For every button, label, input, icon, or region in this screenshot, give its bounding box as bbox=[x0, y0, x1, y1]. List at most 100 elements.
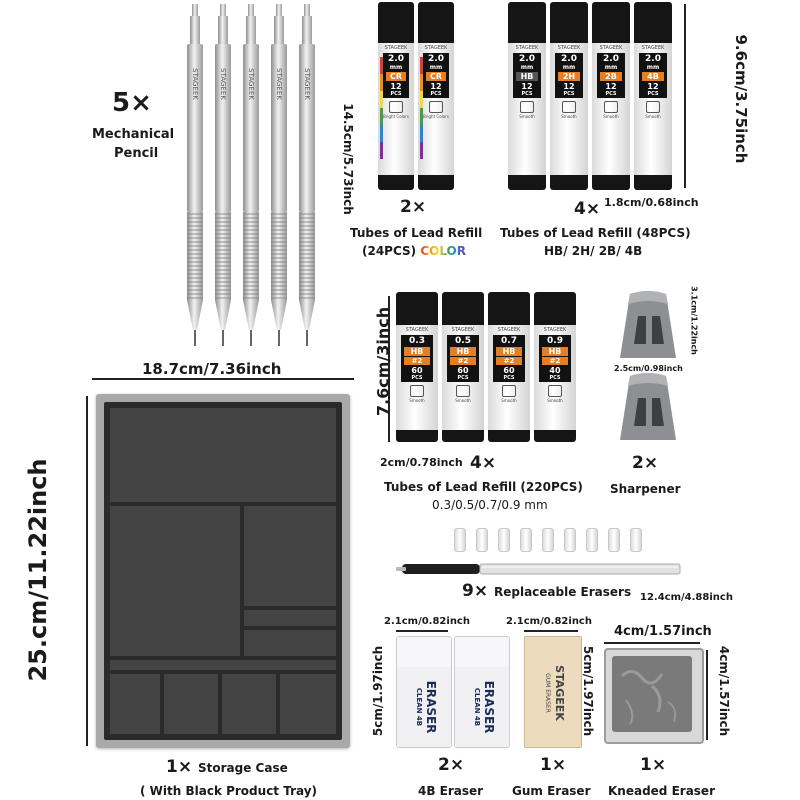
tube-cap bbox=[378, 2, 414, 43]
tube-icon bbox=[389, 101, 403, 113]
case-label: Storage Case bbox=[198, 761, 288, 775]
tube-icon bbox=[604, 101, 618, 113]
case-count: 1× Storage Case bbox=[166, 759, 288, 776]
tube-size-value: 0.5 bbox=[455, 336, 471, 346]
tube-brand: STAGEEK bbox=[543, 327, 567, 333]
eraser-4b-height-dim: 5cm/1.97inch bbox=[371, 645, 385, 737]
tube-grade: 4B bbox=[642, 72, 664, 81]
tube-size-value: 0.7 bbox=[501, 336, 517, 346]
tube-grade: HB bbox=[496, 347, 522, 356]
kneaded-eraser-inner bbox=[612, 656, 692, 732]
eraser-4b-width-dim: 2.1cm/0.82inch bbox=[384, 616, 470, 627]
tube-desc: Smooth bbox=[603, 114, 619, 119]
tube-desc: Bright Colors bbox=[423, 114, 449, 119]
tube-desc: Smooth bbox=[501, 398, 517, 403]
tube-desc: Smooth bbox=[409, 398, 425, 403]
rainbow-stripe bbox=[420, 125, 423, 142]
tube-foot bbox=[378, 175, 414, 190]
erasers-refill-count: 9× Replaceable Erasers bbox=[462, 583, 632, 600]
eraser-4b-left-sleeve: ERASER CLEAN 4B bbox=[397, 667, 451, 747]
tube-pcs: 60 bbox=[411, 366, 423, 375]
tray-slot-bottom-2 bbox=[164, 674, 218, 734]
tube-cap bbox=[592, 2, 630, 43]
tube-grade: 2B bbox=[600, 72, 622, 81]
sharpener-count: 2× bbox=[632, 453, 659, 473]
tube-grade-2: #2 bbox=[496, 357, 522, 365]
gum-eraser-sub: GUM ERASER bbox=[544, 673, 551, 713]
tube-foot bbox=[550, 175, 588, 190]
tube-icon bbox=[456, 385, 470, 397]
tube-pcs: 12 bbox=[430, 82, 442, 91]
color-tubes-sub-prefix: (24PCS) bbox=[362, 244, 421, 258]
tube-pcs-unit: PCS bbox=[503, 375, 515, 381]
replaceable-eraser-tips bbox=[454, 528, 654, 552]
hb-tubes-count: 4× bbox=[574, 199, 601, 219]
tube-brand: STAGEEK bbox=[515, 45, 539, 51]
sharpener-label: Sharpener bbox=[610, 482, 681, 496]
eraser-4b-label: 4B Eraser bbox=[418, 784, 484, 798]
storage-case bbox=[96, 394, 350, 748]
tube-size-value: 0.9 bbox=[547, 336, 563, 346]
tube-brand: STAGEEK bbox=[641, 45, 665, 51]
eraser-tip bbox=[586, 528, 598, 552]
sharpener-top bbox=[620, 291, 676, 358]
tube-size-value: 0.3 bbox=[409, 336, 425, 346]
tube-size-value: 2.0 bbox=[645, 54, 661, 64]
tube-brand: STAGEEK bbox=[497, 327, 521, 333]
pencil-brand: STAGEEK bbox=[191, 68, 199, 100]
tube-pcs-unit: PCS bbox=[430, 91, 442, 97]
tray-slot-bottom-3 bbox=[222, 674, 276, 734]
erasers-refill-dim: 12.4cm/4.88inch bbox=[640, 592, 733, 603]
tube-pcs-unit: PCS bbox=[521, 91, 533, 97]
eraser-4b-left-text1: ERASER bbox=[424, 680, 438, 734]
tube-icon bbox=[548, 385, 562, 397]
tube-pcs: 12 bbox=[563, 82, 575, 91]
erasers-refill-label: Replaceable Erasers bbox=[494, 585, 632, 599]
pencil-label-line1: Mechanical bbox=[92, 127, 175, 142]
sharpener-height-dim: 3.1cm/1.22inch bbox=[689, 286, 699, 355]
tube-pcs-unit: PCS bbox=[390, 91, 402, 97]
rainbow-stripe bbox=[380, 74, 383, 91]
tube-size-unit: mm bbox=[520, 64, 534, 71]
eraser-pen bbox=[396, 563, 681, 575]
pencil-width-dim: 18.7cm/7.36inch bbox=[142, 360, 282, 378]
case-sub: ( With Black Product Tray) bbox=[140, 784, 318, 798]
tube-foot bbox=[442, 430, 484, 442]
tube-pcs: 60 bbox=[457, 366, 469, 375]
tube-cap bbox=[508, 2, 546, 43]
mechanical-pencil bbox=[299, 4, 315, 346]
eraser-4b-right: ERASER CLEAN 4B bbox=[454, 636, 510, 748]
gum-eraser-width-line bbox=[524, 630, 578, 632]
gum-eraser-count: 1× bbox=[540, 755, 567, 775]
tube-foot bbox=[396, 430, 438, 442]
tray-slot-top bbox=[110, 408, 336, 502]
tube-size-value: 2.0 bbox=[561, 54, 577, 64]
tube-brand: STAGEEK bbox=[599, 45, 623, 51]
tube-pcs: 12 bbox=[605, 82, 617, 91]
tube-grade: CR bbox=[426, 72, 446, 81]
color-tubes-sub: (24PCS) COLOR bbox=[362, 244, 466, 258]
rainbow-stripe bbox=[420, 57, 423, 74]
tube-cap bbox=[418, 2, 454, 43]
kneaded-height-dim: 4cm/1.57inch bbox=[717, 645, 731, 737]
hb-width-dim: 1.8cm/0.68inch bbox=[604, 196, 699, 209]
tube-cap bbox=[442, 292, 484, 325]
sharpener-width-dim: 2.5cm/0.98inch bbox=[614, 364, 683, 373]
